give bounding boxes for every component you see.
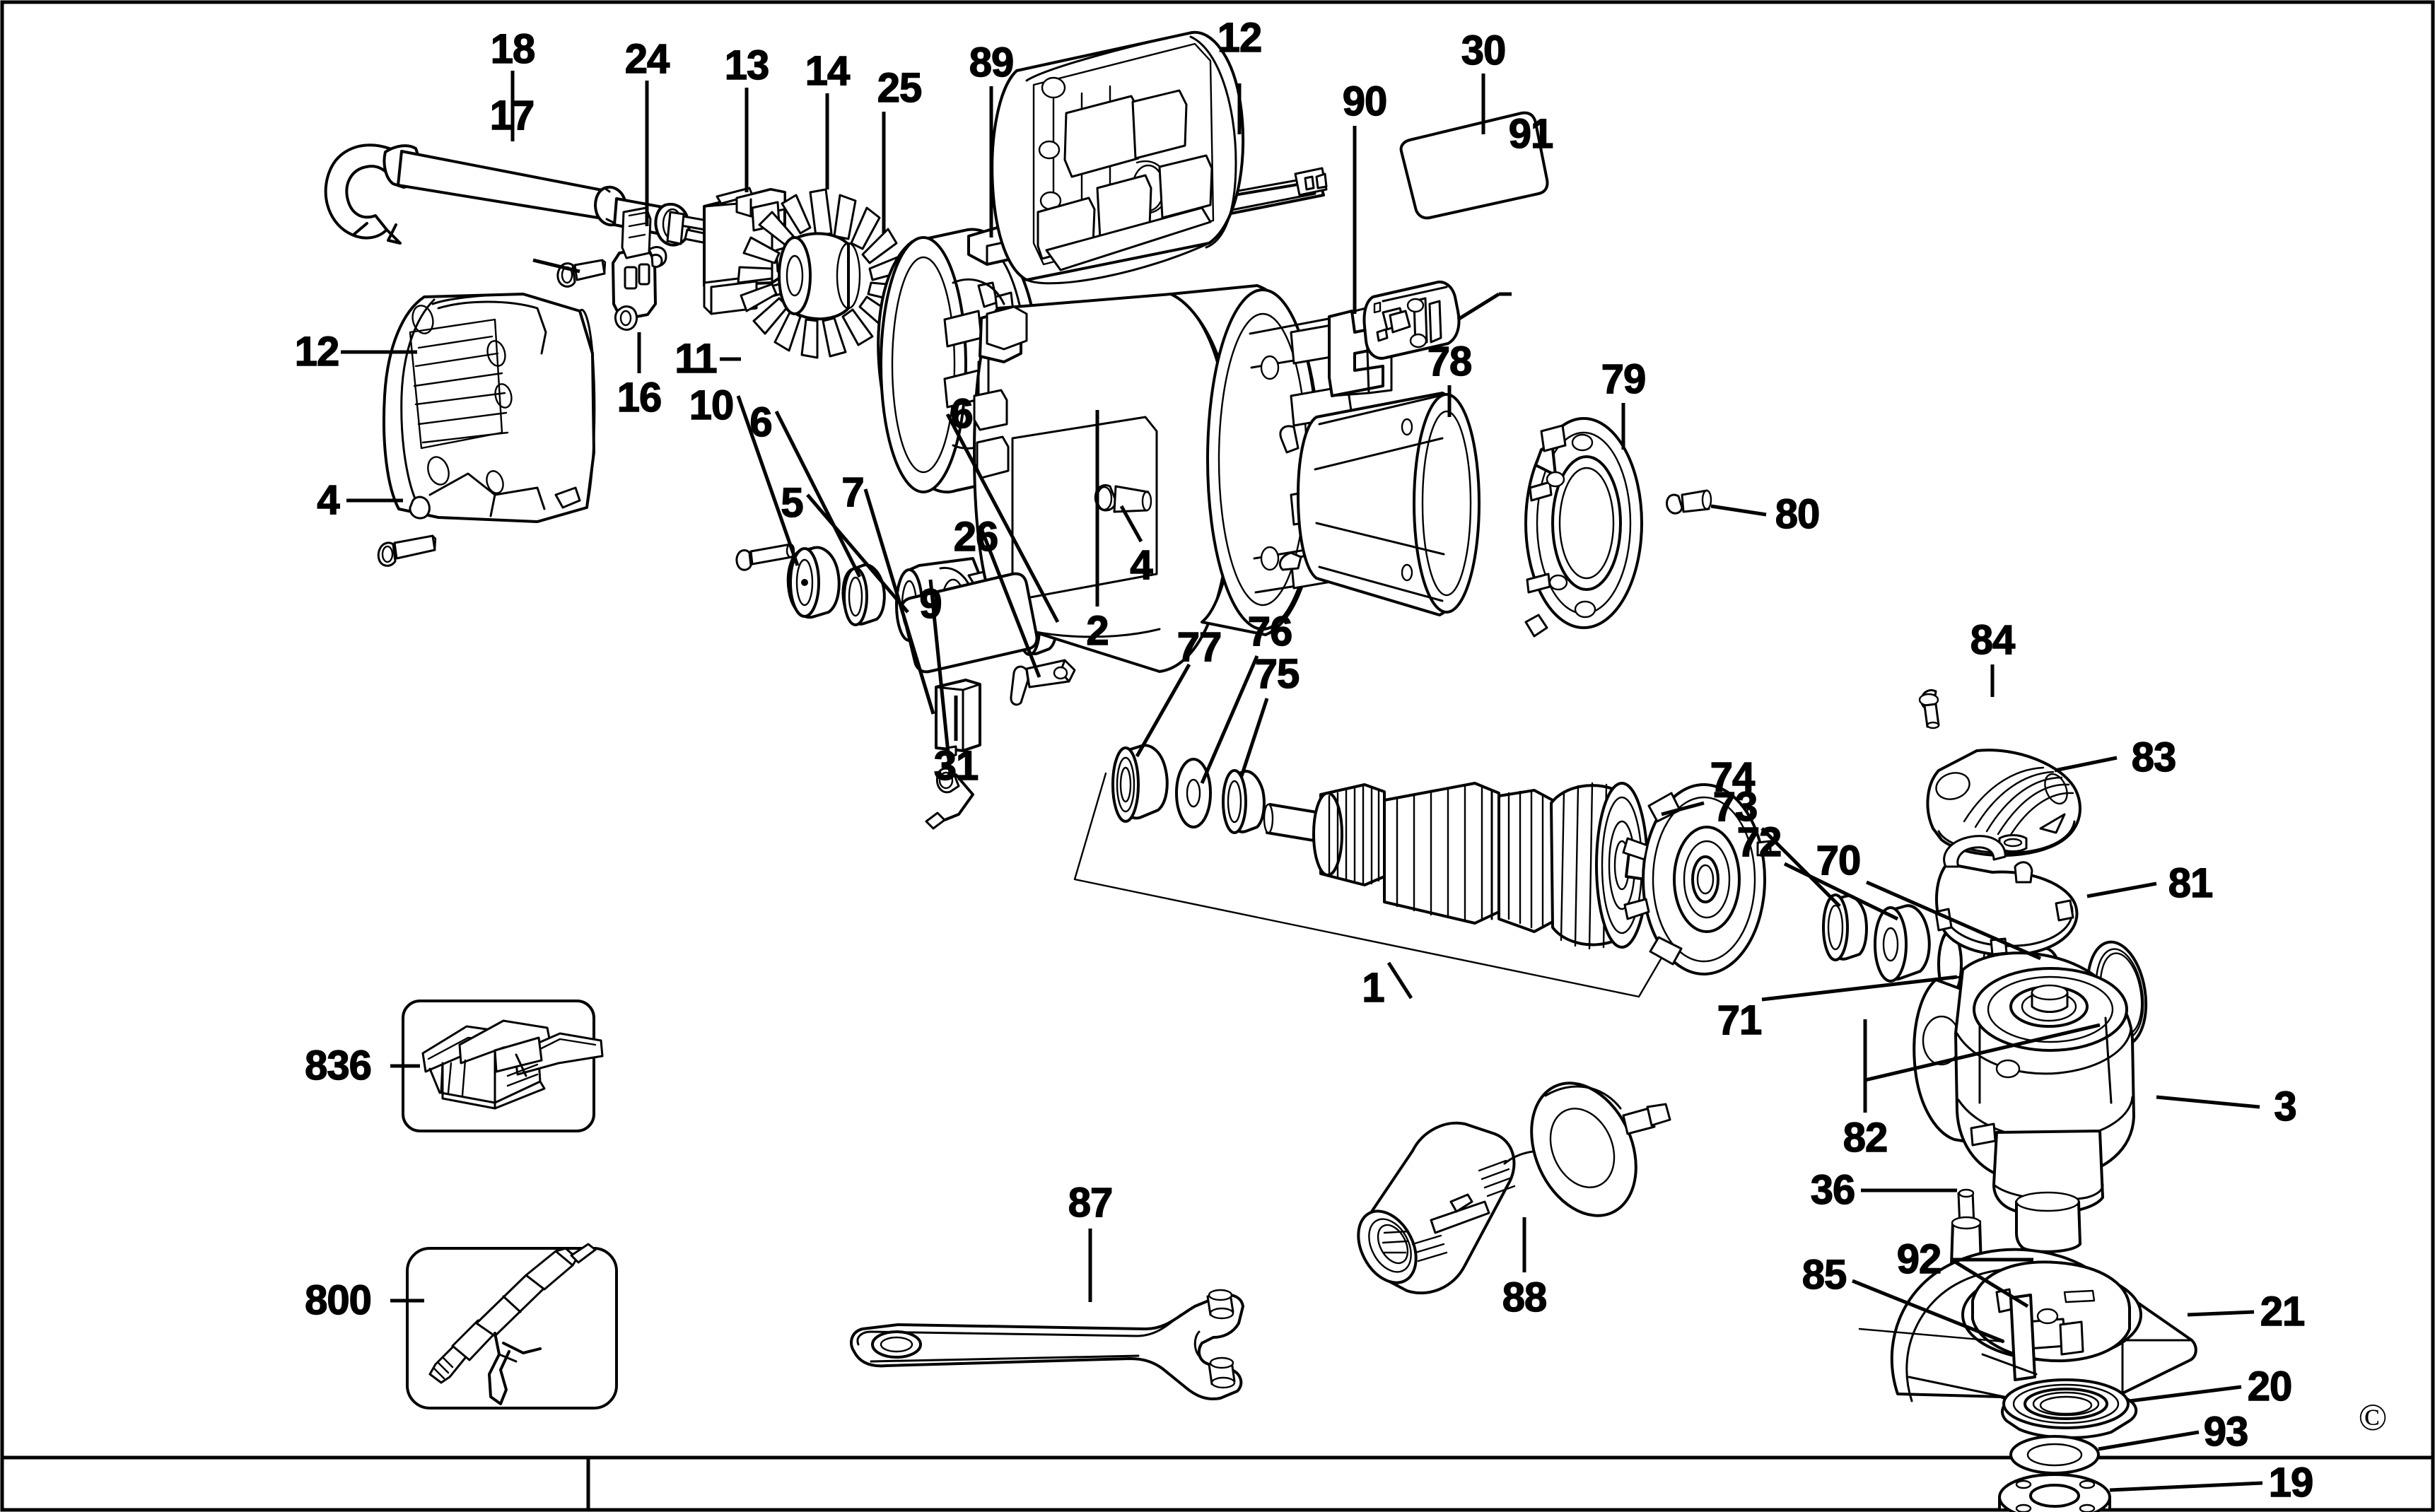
callout-83: 83 (2131, 734, 2177, 780)
callout-73: 73 (1712, 784, 1758, 830)
callout-7: 7 (841, 469, 865, 515)
leader-lines (341, 71, 2263, 1492)
part-20-spindle-flange-bearing (2001, 1378, 2137, 1439)
callout-20: 20 (2247, 1364, 2293, 1410)
part-83-gear-case-cover (1926, 749, 2081, 857)
callout-2: 2 (1086, 608, 1110, 654)
callout-17: 17 (489, 93, 535, 139)
callout-5: 5 (781, 480, 805, 526)
callout-9: 9 (919, 581, 943, 627)
part-10-end-cap (786, 546, 841, 619)
callout-90: 90 (1342, 78, 1388, 124)
callout-26: 26 (953, 514, 999, 560)
part-74-baffle-plate (1622, 783, 1772, 975)
callout-18: 18 (490, 26, 536, 72)
callout-71: 71 (1717, 997, 1763, 1043)
callout-85: 85 (1802, 1252, 1847, 1298)
callout-24: 24 (624, 36, 670, 82)
part-80-screw (1666, 489, 1712, 515)
callout-88: 88 (1502, 1274, 1548, 1320)
callout-84: 84 (1970, 617, 2016, 663)
callout-6-left: 6 (749, 399, 773, 445)
part-12-handle-housing-left (382, 293, 596, 523)
callout-19: 19 (2268, 1460, 2314, 1506)
part-30-label-plate (1399, 111, 1549, 220)
part-11-screw (735, 543, 795, 571)
part-78-stator-field (1279, 392, 1481, 616)
part-4-screw-left (377, 534, 437, 567)
copyright-mark: © (2358, 1396, 2388, 1438)
part-800-grease-gun-accessory (406, 1243, 618, 1410)
callout-16: 16 (617, 375, 662, 421)
part-9-spring-clip (925, 767, 974, 830)
callout-70: 70 (1816, 838, 1862, 884)
callout-89: 89 (969, 40, 1015, 86)
part-85-guard-clamp-lever (1858, 1328, 2005, 1343)
callout-31: 31 (933, 743, 979, 789)
callout-6-right: 6 (950, 391, 974, 437)
callout-80: 80 (1775, 491, 1821, 537)
part-88-side-handle (1357, 1082, 1671, 1295)
callout-78: 78 (1427, 339, 1473, 385)
callout-30: 30 (1461, 28, 1507, 74)
part-73-bearing (1822, 893, 1868, 961)
callout-10: 10 (689, 382, 735, 428)
part-2-motor-field-housing (973, 284, 1362, 673)
part-6-washer-left (841, 563, 886, 626)
callout-13: 13 (724, 42, 770, 88)
part-16-cord-clamp (612, 206, 667, 331)
callout-4-left: 4 (317, 477, 341, 523)
part-836-tool-box-accessory (402, 1000, 604, 1132)
part-19-outer-flange (1998, 1473, 2111, 1512)
callout-93: 93 (2203, 1409, 2249, 1455)
callout-1: 1 (1362, 965, 1386, 1011)
callout-25: 25 (877, 65, 923, 111)
callout-87: 87 (1068, 1180, 1114, 1226)
part-87-spanner-wrench (850, 1289, 1244, 1400)
callout-21: 21 (2260, 1289, 2306, 1335)
callout-79: 79 (1601, 356, 1647, 402)
part-75-washer (1222, 769, 1266, 834)
part-77-ball-bearing (1111, 744, 1169, 823)
callout-36: 36 (1810, 1167, 1856, 1213)
part-17-screw (556, 259, 607, 288)
part-76-washer (1175, 758, 1212, 828)
callout-77: 77 (1176, 624, 1222, 670)
part-26-terminal-lug (1010, 659, 1076, 706)
callout-75: 75 (1254, 651, 1300, 697)
callout-81: 81 (2168, 860, 2214, 906)
callout-4-right: 4 (1130, 542, 1154, 588)
part-3-gear-case-assembly (1913, 951, 2135, 1253)
callout-12-left: 12 (294, 329, 340, 375)
part-93-inner-flange-washer (2009, 1435, 2100, 1475)
part-84-screw (1918, 688, 1940, 729)
part-12-handle-housing-top (991, 30, 1245, 285)
callout-72: 72 (1736, 819, 1782, 865)
callout-91: 91 (1508, 111, 1554, 157)
callout-12-top: 12 (1217, 15, 1263, 61)
part-72-spacer-washer (1874, 904, 1931, 983)
callout-74: 74 (1710, 754, 1756, 800)
callout-14: 14 (805, 48, 851, 94)
callout-836: 836 (304, 1043, 372, 1089)
part-79-bearing-retainer-plate (1524, 417, 1643, 638)
callout-11: 11 (675, 336, 718, 382)
callout-92: 92 (1896, 1236, 1942, 1282)
callout-82: 82 (1843, 1115, 1888, 1161)
part-91-electronic-module (1362, 281, 1461, 360)
callout-76: 76 (1247, 609, 1293, 655)
callout-3: 3 (2274, 1084, 2298, 1130)
callout-800: 800 (304, 1277, 372, 1323)
